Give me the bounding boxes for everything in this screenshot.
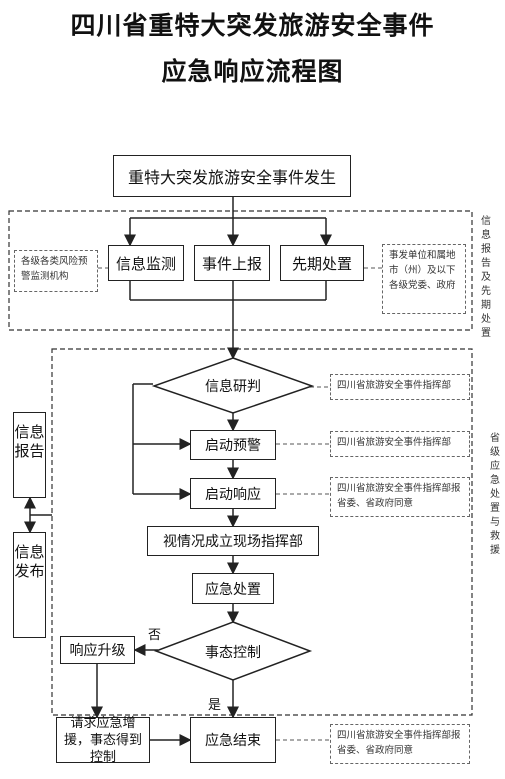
page-title: 四川省重特大突发旅游安全事件 bbox=[70, 11, 435, 40]
response-node: 启动响应 bbox=[190, 478, 276, 509]
control-diamond bbox=[153, 621, 313, 681]
section-main-frame bbox=[51, 348, 473, 716]
section-top-frame bbox=[8, 210, 473, 331]
warning-node: 启动预警 bbox=[190, 430, 276, 460]
request-node: 请求应急增援，事态得到控制 bbox=[56, 716, 150, 765]
info-release-box: 信息发布 bbox=[13, 532, 46, 638]
handling-node: 应急处置 bbox=[192, 573, 274, 604]
report-node: 事件上报 bbox=[194, 245, 270, 281]
hq-note-4: 四川省旅游安全事件指挥部报省委、省政府同意 bbox=[330, 724, 470, 764]
monitor-node: 信息监测 bbox=[108, 245, 184, 281]
first-response-node: 先期处置 bbox=[280, 245, 364, 281]
hq-note-1: 四川省旅游安全事件指挥部 bbox=[330, 374, 470, 400]
page-subtitle: 应急响应流程图 bbox=[161, 57, 344, 86]
monitor-org-note: 各级各类风险预警监测机构 bbox=[14, 250, 98, 292]
hq-note-3: 四川省旅游安全事件指挥部报省委、省政府同意 bbox=[330, 477, 470, 517]
no-label: 否 bbox=[148, 628, 162, 643]
end-node: 应急结束 bbox=[190, 717, 276, 763]
field-command-node: 视情况成立现场指挥部 bbox=[147, 526, 319, 556]
section-main-label: 省级应急处置与救援 bbox=[490, 433, 500, 556]
section-top-label: 信息报告及先期处置 bbox=[481, 216, 491, 339]
upgrade-node: 响应升级 bbox=[60, 636, 135, 664]
control-label: 事态控制 bbox=[205, 645, 261, 661]
judge-label: 信息研判 bbox=[205, 379, 261, 395]
yes-label: 是 bbox=[208, 698, 222, 713]
info-report-box: 信息报告 bbox=[13, 412, 46, 498]
first-response-org-note: 事发单位和属地市（州）及以下各级党委、政府 bbox=[382, 244, 466, 314]
start-node: 重特大突发旅游安全事件发生 bbox=[113, 155, 351, 197]
hq-note-2: 四川省旅游安全事件指挥部 bbox=[330, 431, 470, 457]
judge-diamond bbox=[151, 357, 315, 414]
